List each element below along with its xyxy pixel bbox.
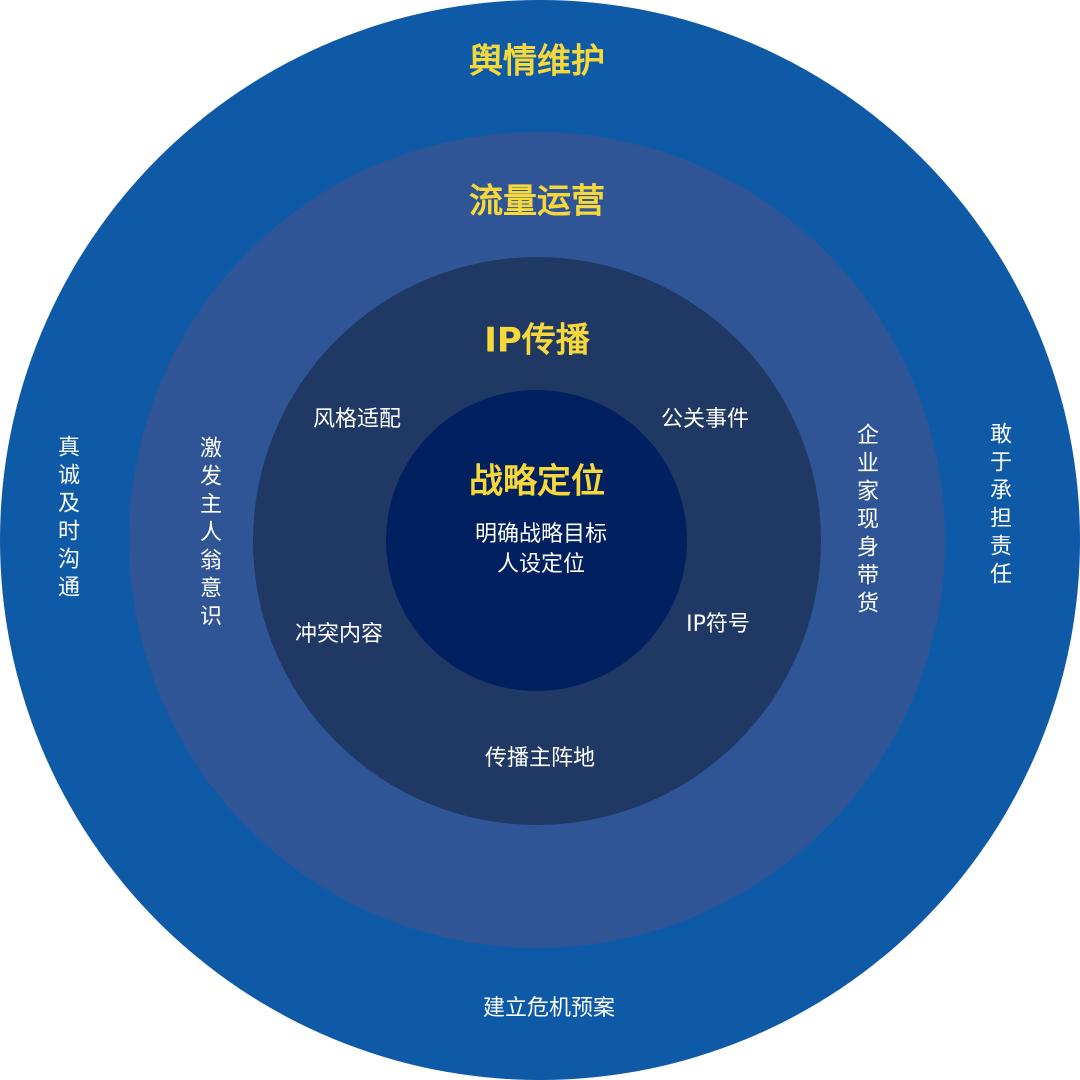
third-top-left-label: 风格适配	[312, 407, 402, 432]
second-title: 流量运营	[469, 181, 605, 222]
outer-bottom-label: 建立危机预案	[482, 996, 616, 1021]
third-title: IP传播	[484, 320, 590, 361]
second-left-label: 激发主人翁意识	[196, 436, 221, 632]
core-circle	[386, 390, 687, 691]
third-top-right-label: 公关事件	[660, 407, 750, 432]
outer-left-label: 真诚及时沟通	[54, 435, 79, 603]
second-right-label: 企业家现身带货	[853, 423, 878, 619]
third-bottom-right-label: IP符号	[686, 612, 750, 637]
core-line-2: 人设定位	[496, 552, 586, 577]
outer-right-label: 敢于承担责任	[986, 422, 1011, 590]
third-bottom-label: 传播主阵地	[484, 746, 596, 771]
core-line-1: 明确战略目标	[474, 522, 608, 547]
core-title: 战略定位	[469, 461, 605, 502]
outer-title: 舆情维护	[469, 41, 605, 82]
third-bottom-left-label: 冲突内容	[294, 622, 384, 647]
